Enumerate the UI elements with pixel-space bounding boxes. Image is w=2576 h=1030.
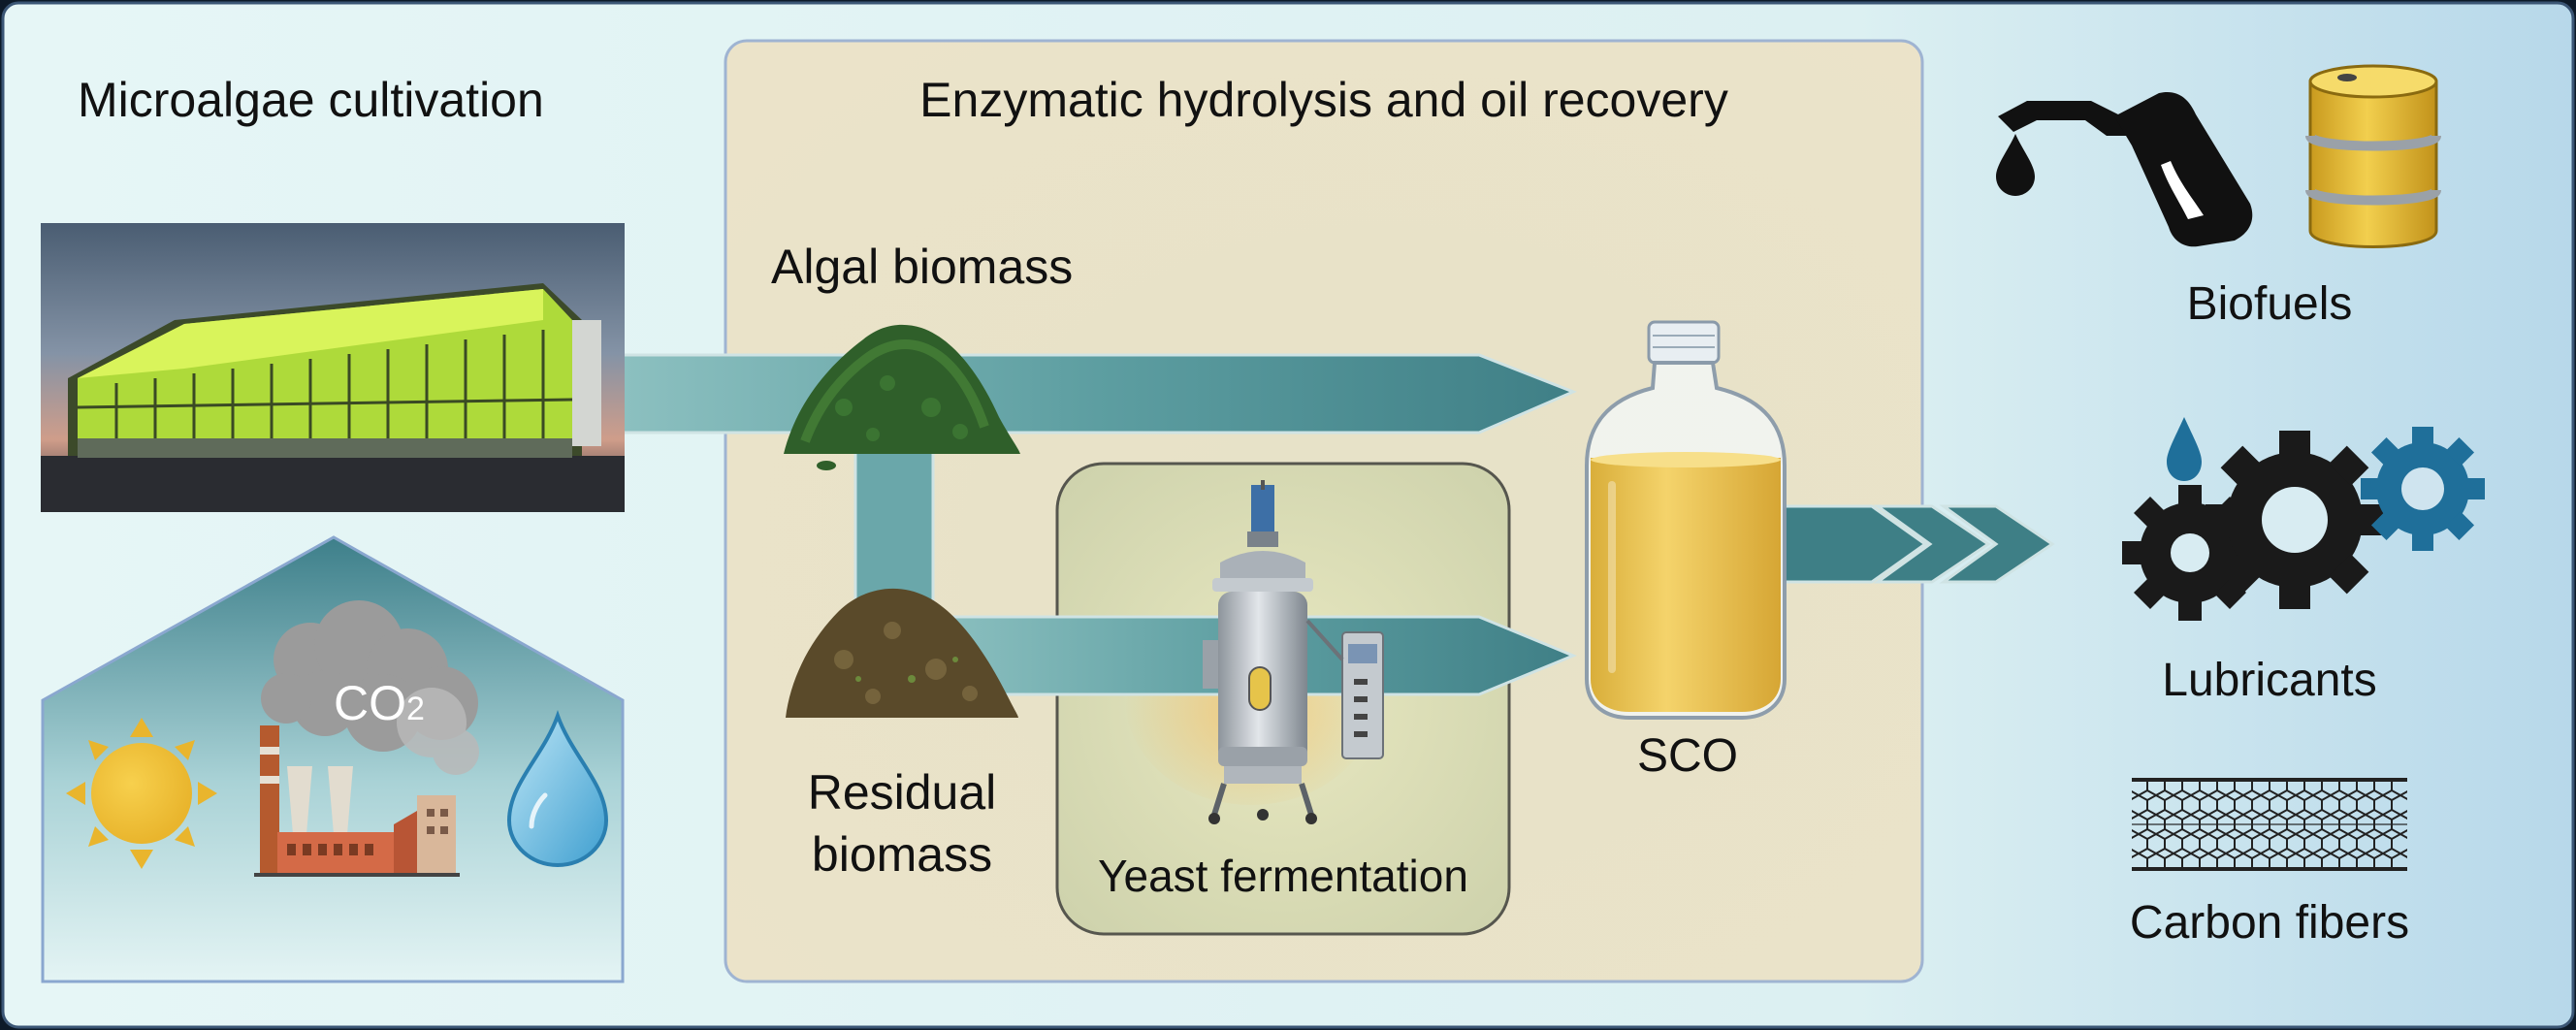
factory-icon [254, 725, 460, 877]
sco-label: SCO [1636, 730, 1738, 782]
bioreactor-icon [1203, 480, 1384, 824]
co2-label: CO2 [334, 679, 425, 727]
residual-biomass-pile-icon [786, 588, 1018, 718]
yeast-fermentation-label: Yeast fermentation [1098, 851, 1468, 901]
chevron-1 [1873, 504, 1991, 584]
algal-biomass-pile-icon [784, 324, 1020, 470]
product-biofuels-label: Biofuels [2186, 278, 2353, 330]
oil-bottle-icon [1585, 320, 1787, 720]
gears-icon [2122, 417, 2485, 621]
algal-biomass-label: Algal biomass [771, 240, 1074, 294]
carbon-nanotube-icon [2132, 778, 2407, 871]
co2-subscript: 2 [406, 691, 425, 727]
sun-icon [66, 718, 217, 869]
house-outline-icon [41, 535, 625, 983]
arrow-cultivation-to-sco [619, 353, 1577, 435]
fuel-nozzle-icon [1996, 91, 2253, 247]
product-lubricants-label: Lubricants [2162, 655, 2377, 706]
product-carbon-fibers-label: Carbon fibers [2129, 897, 2410, 949]
residual-biomass-label-line1: Residual [807, 765, 997, 820]
cultivation-title: Microalgae cultivation [78, 73, 544, 127]
chevron-2 [1939, 504, 2055, 584]
hydrolysis-title: Enzymatic hydrolysis and oil recovery [919, 73, 1728, 127]
greenhouse-photo [41, 223, 625, 512]
residual-biomass-label-line2: biomass [811, 827, 993, 882]
co2-main-text: CO [334, 676, 406, 730]
smoke-cloud-icon [261, 600, 479, 775]
oil-barrel-icon [2305, 64, 2441, 248]
